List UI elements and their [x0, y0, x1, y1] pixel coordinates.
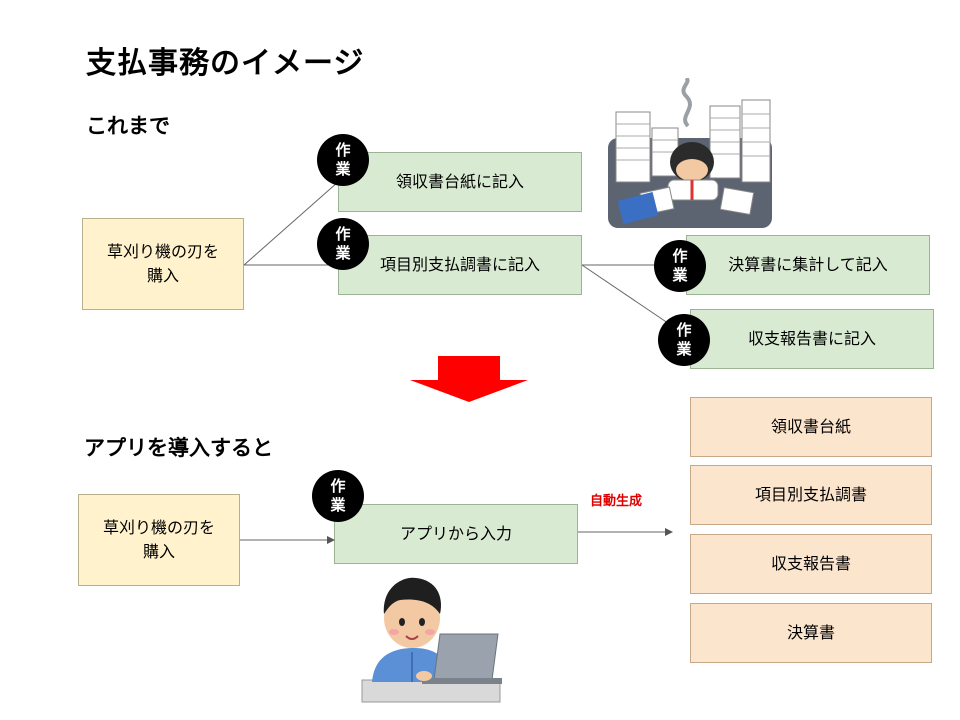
section-heading-after: アプリを導入すると [84, 436, 273, 460]
page-title: 支払事務のイメージ [86, 46, 365, 81]
output-box-receipt-ledger: 領収書台紙 [690, 397, 932, 457]
person-laptop-illustration [361, 577, 502, 703]
auto-generate-label: 自動生成 [590, 494, 643, 509]
work-badge: 作業 [317, 218, 369, 270]
output-box-settlement: 決算書 [690, 603, 932, 663]
overworked-person-illustration [608, 78, 772, 228]
purchase-box-before: 草刈り機の刃を 購入 [82, 218, 244, 310]
purchase-box-after: 草刈り機の刃を 購入 [78, 494, 240, 586]
work-badge: 作業 [312, 470, 364, 522]
work-badge: 作業 [658, 314, 710, 366]
work-badge: 作業 [654, 240, 706, 292]
task-box-app-input: アプリから入力 [334, 504, 578, 564]
work-badge: 作業 [317, 134, 369, 186]
task-box-payment-record: 項目別支払調書に記入 [338, 235, 582, 295]
output-box-payment-record: 項目別支払調書 [690, 465, 932, 525]
task-box-income-report: 収支報告書に記入 [690, 309, 934, 369]
connector-purchase-to-task1 [243, 181, 339, 266]
section-heading-before: これまで [86, 114, 170, 138]
output-box-income-report: 収支報告書 [690, 534, 932, 594]
task-box-settlement: 決算書に集計して記入 [686, 235, 930, 295]
task-box-receipt-ledger: 領収書台紙に記入 [338, 152, 582, 212]
transition-arrow [410, 356, 528, 402]
